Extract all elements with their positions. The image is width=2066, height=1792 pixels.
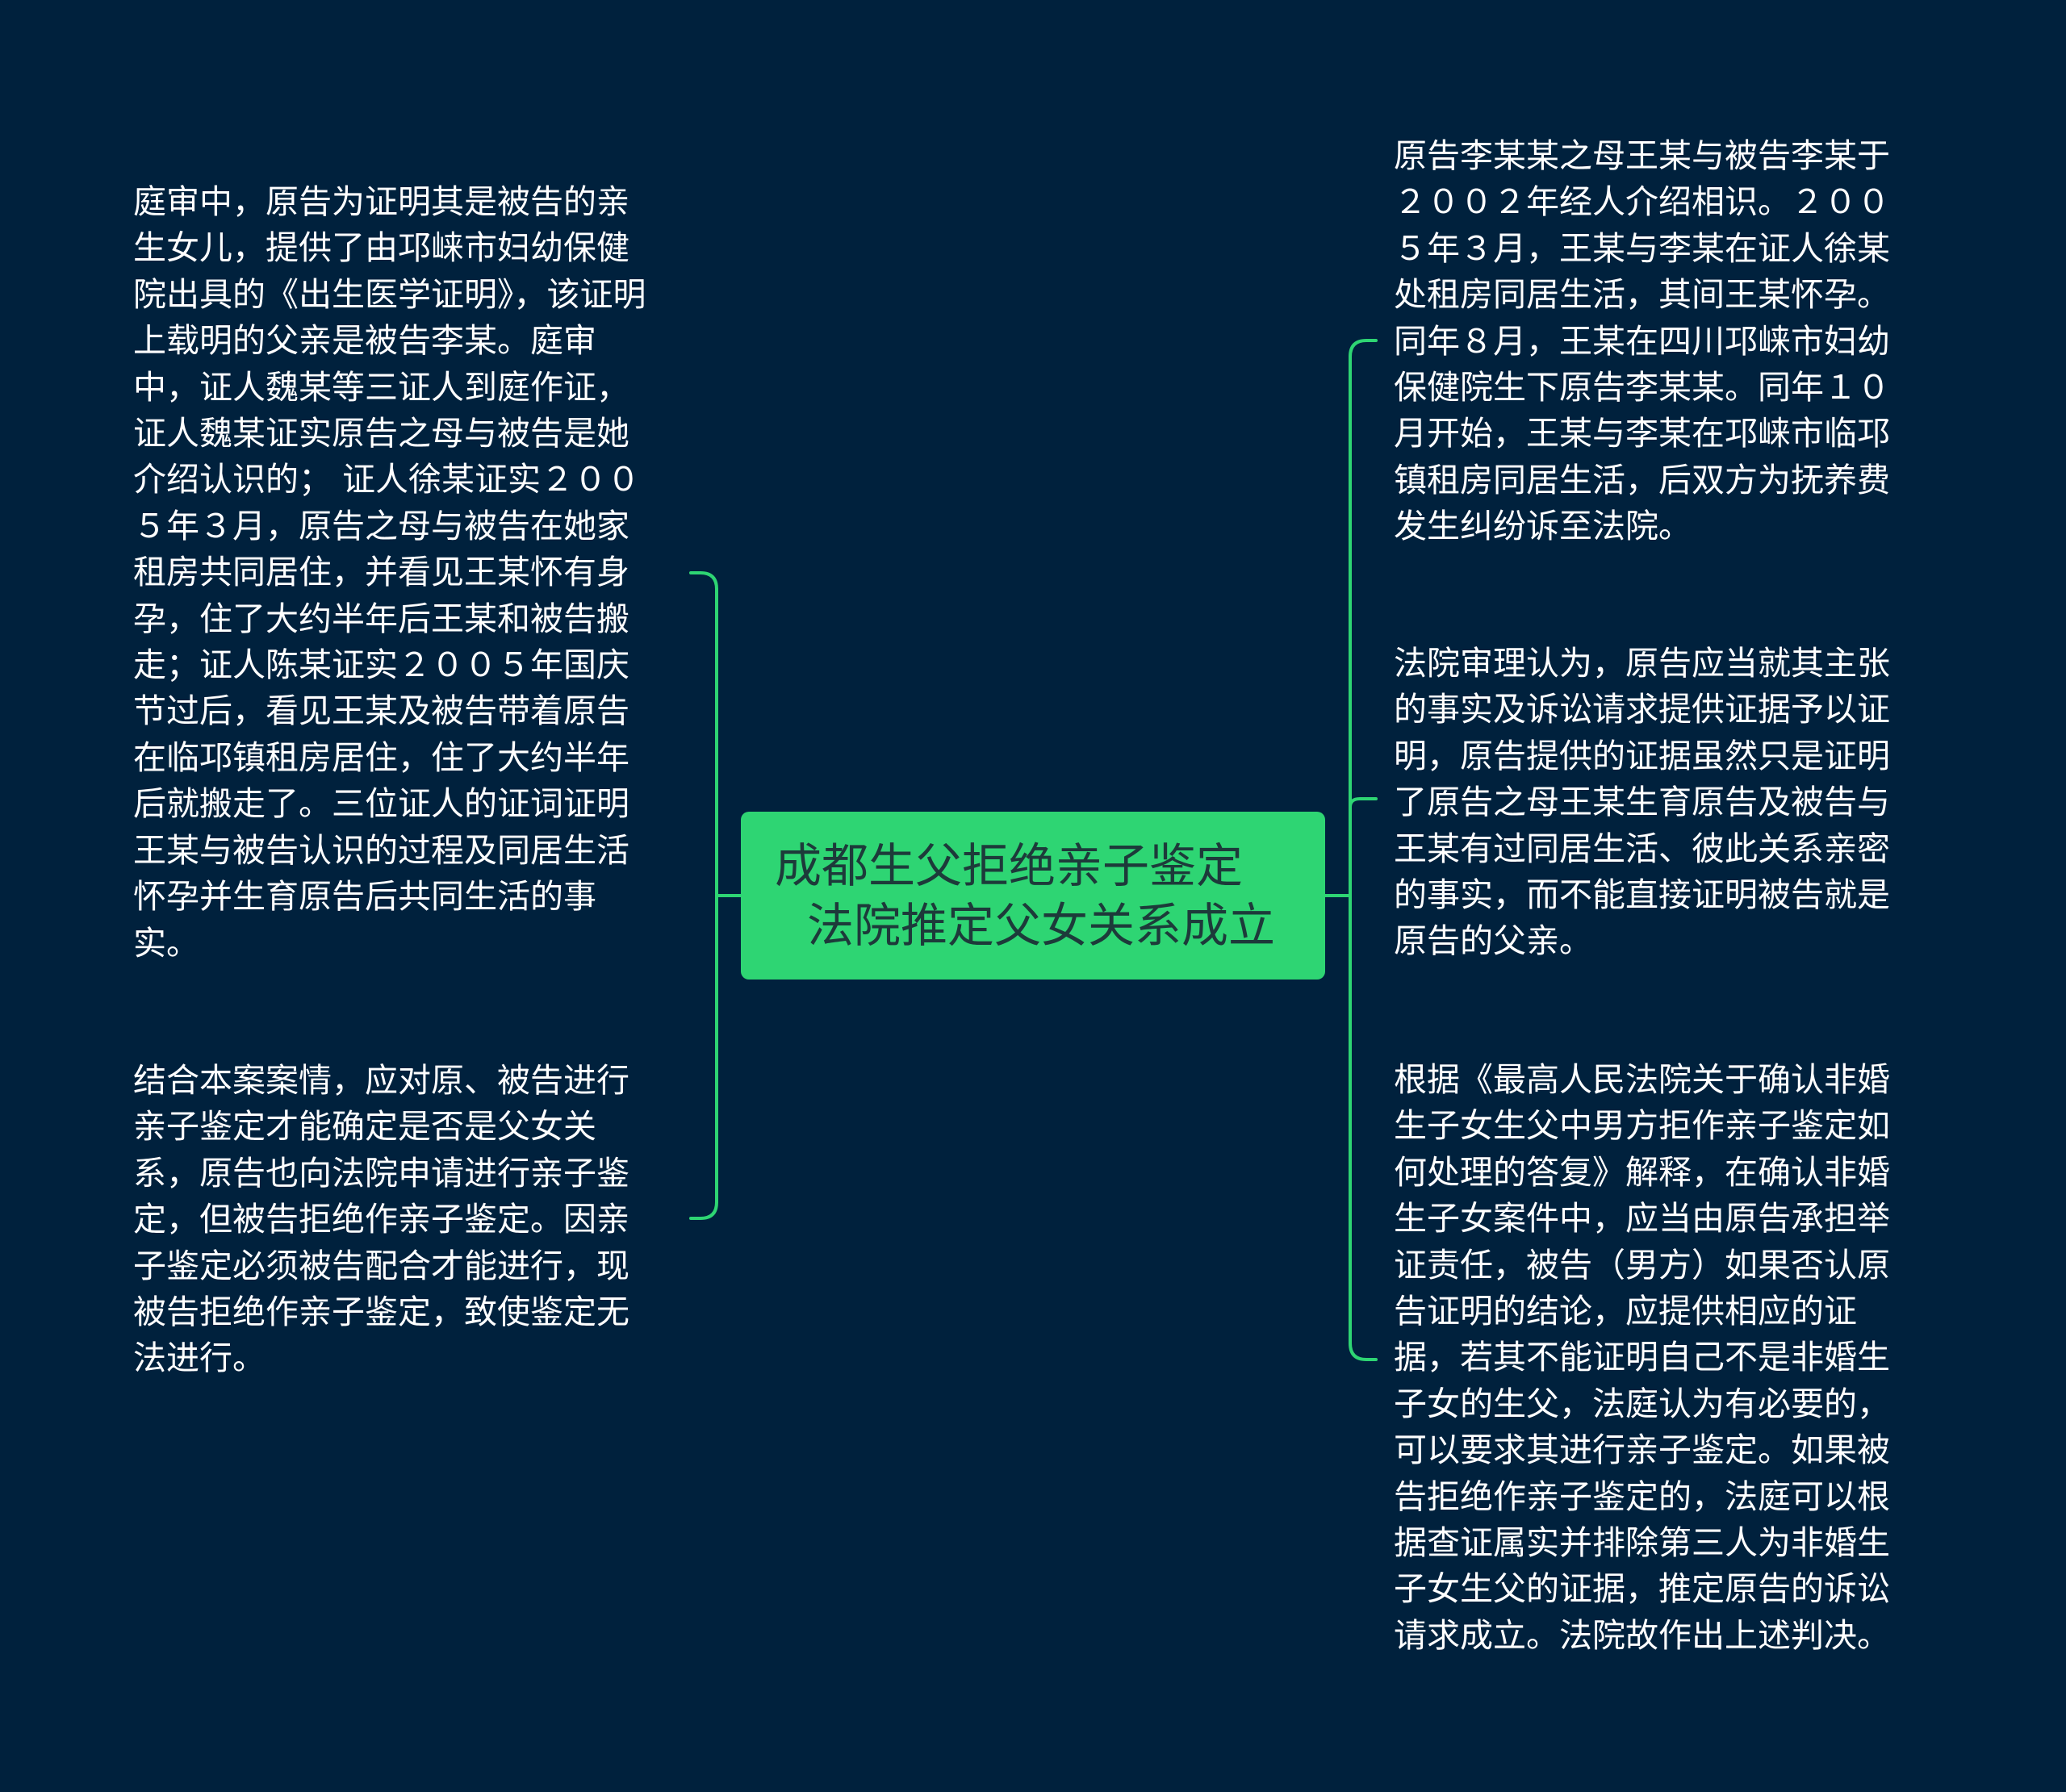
center-topic-node[interactable]: 成都生父拒绝亲子鉴定 法院推定父女关系成立: [741, 812, 1325, 980]
connector-left-1: [689, 571, 718, 591]
center-topic-line-1: 成都生父拒绝亲子鉴定: [774, 838, 1243, 893]
connector-right-2: [1349, 797, 1378, 808]
left-node-testimony[interactable]: 庭审中，原告为证明其是被告的亲生女儿，提供了由邛崃市妇幼保健院出具的《出生医学证…: [133, 182, 646, 963]
right-node-legal-basis[interactable]: 根据《最高人民法院关于确认非婚生子女生父中男方拒作亲子鉴定如何处理的答复》解释，…: [1394, 1060, 1890, 1655]
connector-right-3: [1349, 1342, 1378, 1361]
connector-right-1: [1349, 339, 1378, 358]
right-node-background[interactable]: 原告李某某之母王某与被告李某于２００２年经人介绍相识。２００５年３月，王某与李某…: [1394, 136, 1890, 546]
connector-left-2: [689, 1201, 718, 1220]
center-topic-line-2: 法院推定父女关系成立: [806, 898, 1275, 953]
right-node-court-view[interactable]: 法院审理认为，原告应当就其主张的事实及诉讼请求提供证据予以证明，原告提供的证据虽…: [1394, 644, 1890, 961]
left-node-paternity-refusal[interactable]: 结合本案案情，应对原、被告进行亲子鉴定才能确定是否是父女关系，原告也向法院申请进…: [133, 1061, 629, 1378]
